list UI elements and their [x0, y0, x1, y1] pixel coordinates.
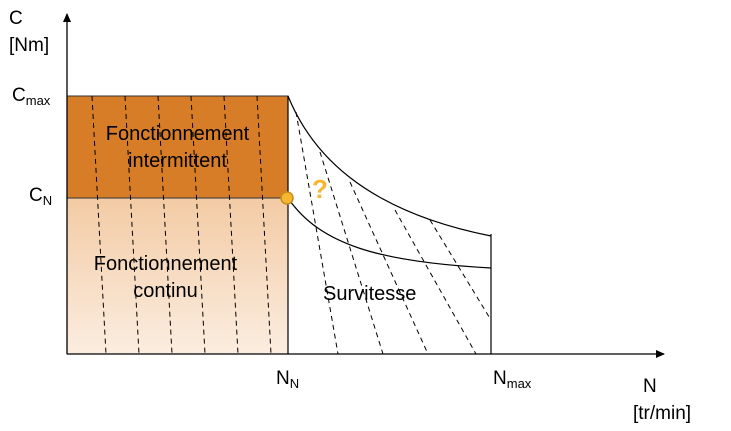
x-axis-unit: [tr/min] [633, 403, 692, 424]
question-mark: ? [312, 174, 328, 204]
overspeed-envelope [287, 95, 492, 354]
c-n-label: CN [29, 185, 53, 208]
x-axis-label: N [643, 376, 657, 397]
nominal-point-marker [280, 191, 294, 205]
overspeed-zone-label: Survitesse [323, 283, 417, 305]
intermittent-label-line2: intermittent [128, 150, 227, 172]
c-max-label: Cmax [12, 85, 51, 108]
dashed-lines-overspeed [295, 111, 492, 355]
intermittent-label-line1: Fonctionnement [105, 123, 250, 145]
n-max-label: Nmax [493, 368, 532, 391]
y-axis-unit: [Nm] [9, 35, 50, 56]
continuous-label-line2: continu [133, 280, 198, 302]
dashed-lines-operating [91, 95, 272, 355]
continuous-zone [66, 197, 289, 355]
intermittent-zone [66, 95, 289, 199]
y-axis-label: C [9, 8, 23, 29]
intermittent-zone-label: Fonctionnement intermittent [72, 121, 283, 175]
continuous-label-line1: Fonctionnement [93, 253, 238, 275]
n-n-label: NN [276, 368, 300, 391]
continuous-zone-label: Fonctionnement continu [60, 251, 271, 305]
